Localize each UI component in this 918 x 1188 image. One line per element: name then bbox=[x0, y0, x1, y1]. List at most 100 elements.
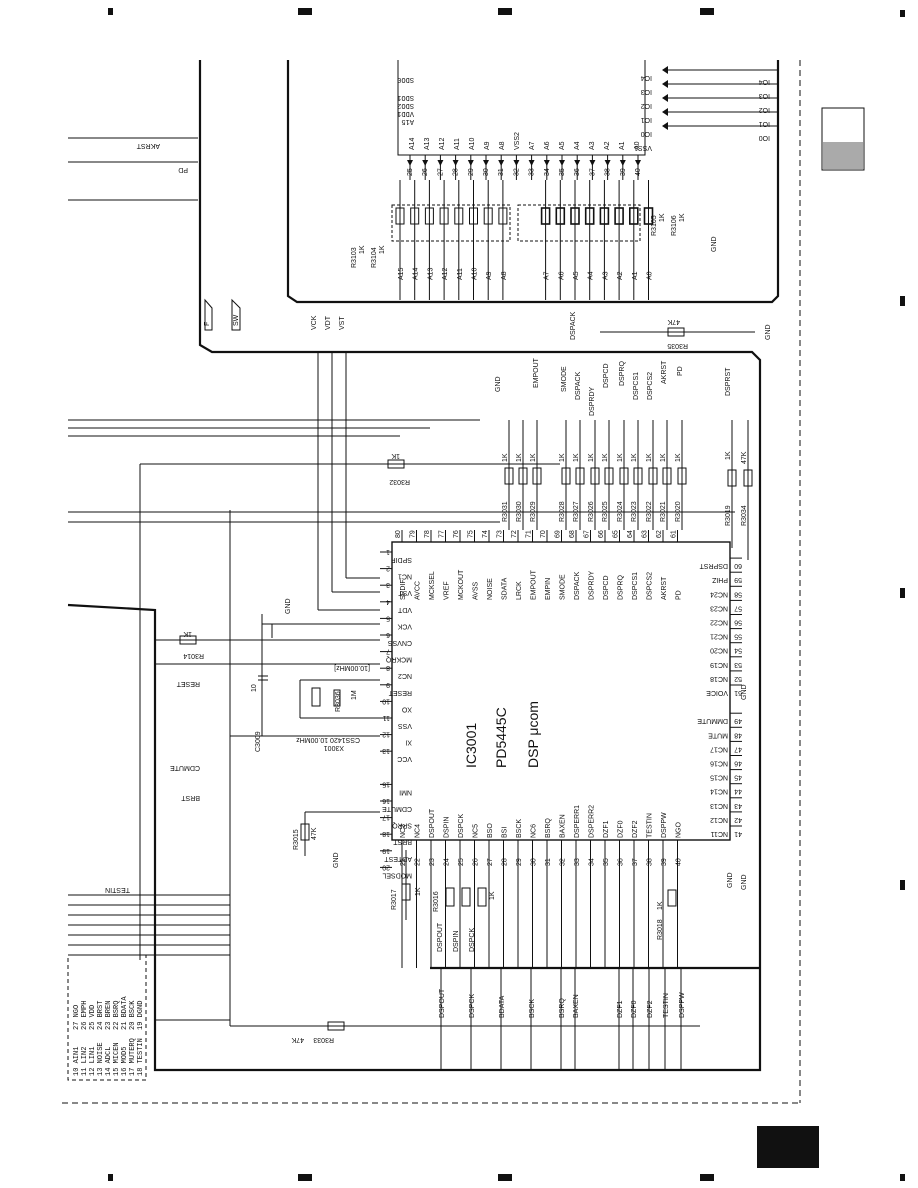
svg-text:GND: GND bbox=[333, 852, 340, 868]
resistor-value: 1K bbox=[559, 453, 566, 462]
pin-name: VOICE bbox=[706, 689, 728, 696]
net-label: BSRQ bbox=[559, 998, 566, 1018]
legend-item: 18 TESTIN bbox=[137, 1038, 145, 1076]
pin-number: 12 bbox=[382, 731, 390, 738]
pin-name: MCKRQ bbox=[385, 656, 412, 663]
pin-name: DSPPW bbox=[661, 812, 668, 838]
resistor-ref: R3023 bbox=[631, 501, 638, 522]
svg-text:GND: GND bbox=[711, 236, 718, 252]
svg-text:1K: 1K bbox=[725, 451, 732, 460]
svg-text:R3015: R3015 bbox=[293, 829, 300, 850]
pin-number: 6 bbox=[386, 631, 390, 638]
pin-number: 9 bbox=[386, 681, 390, 688]
net-reset: RESET bbox=[176, 680, 200, 687]
mem-pin: A9 bbox=[484, 141, 491, 150]
pin-name: EMPIN bbox=[545, 578, 552, 600]
pin-number: 61 bbox=[671, 530, 678, 538]
svg-text:SW: SW bbox=[233, 314, 240, 326]
pin-name: DSPRDY bbox=[589, 570, 596, 600]
mem-pin: A13 bbox=[424, 137, 431, 150]
mem-pin-number: 31 bbox=[498, 168, 505, 176]
x3001-ref: X3001 bbox=[324, 744, 344, 751]
pin-name: NC19 bbox=[710, 661, 728, 668]
r3032: R3032 1K bbox=[139, 452, 560, 960]
net-vst: VST bbox=[339, 316, 346, 330]
gnd-cnvss: GND bbox=[285, 598, 292, 614]
pin-name: NC3 bbox=[400, 824, 407, 838]
pin-number: 4 bbox=[386, 598, 390, 605]
pin-number: 78 bbox=[424, 530, 431, 538]
pin-number: 67 bbox=[584, 530, 591, 538]
legend-item: 15 MICEN bbox=[113, 1042, 121, 1076]
pin-number: 13 bbox=[382, 747, 390, 754]
arrow bbox=[437, 160, 444, 166]
pin-number: 38 bbox=[647, 858, 654, 866]
pin-number: 52 bbox=[734, 675, 742, 682]
mem-pin: A15 bbox=[401, 117, 414, 125]
pin-number: 36 bbox=[618, 858, 625, 866]
pin-number: 22 bbox=[415, 858, 422, 866]
net-akrst: AKRST bbox=[136, 142, 160, 149]
net-brst: BRST bbox=[181, 794, 200, 801]
pin-number: 72 bbox=[511, 530, 518, 538]
addr-label: A7 bbox=[544, 271, 551, 280]
pin-number: 49 bbox=[734, 717, 742, 724]
pin-number: 47 bbox=[734, 745, 742, 752]
net-dspcs1: DSPCS1 bbox=[633, 372, 640, 400]
pin-name: DSPACK bbox=[574, 571, 581, 600]
pin-name: VDT bbox=[397, 606, 412, 613]
resistor-ref: R3025 bbox=[602, 501, 609, 522]
mem-pin-number: 37 bbox=[589, 168, 596, 176]
pin-number: 39 bbox=[661, 858, 668, 866]
mem-pin: SDO0 bbox=[397, 75, 414, 83]
pin-name: TESTIN bbox=[647, 813, 654, 838]
pin-name: VREF bbox=[444, 581, 451, 600]
addr-label: A15 bbox=[398, 267, 405, 280]
ic3001-bottom-pins: 21NC322NC423DSPOUT24DSPIN25DSPCK26NC527B… bbox=[400, 805, 683, 968]
pin-name: NC17 bbox=[710, 745, 728, 752]
pin-number: 3 bbox=[386, 581, 390, 588]
pin-number: 10 bbox=[382, 697, 390, 704]
arrow bbox=[604, 160, 611, 166]
io-net: IO3 bbox=[759, 92, 770, 99]
pin-name: NC13 bbox=[710, 802, 728, 809]
pin-number: 68 bbox=[569, 530, 576, 538]
mem-pin-number: 40 bbox=[635, 168, 642, 176]
pin-name: NC18 bbox=[710, 675, 728, 682]
mem-pin: A8 bbox=[499, 141, 506, 150]
pin-number: 75 bbox=[468, 530, 475, 538]
io-arrow bbox=[662, 108, 668, 116]
pin-name: NC20 bbox=[710, 647, 728, 654]
serial-nets: VCK VDT VST bbox=[311, 315, 380, 611]
pin-name: SMODE bbox=[560, 574, 567, 600]
pin-number: 18 bbox=[382, 830, 390, 837]
pin-number: 33 bbox=[574, 858, 581, 866]
addr-label: A13 bbox=[427, 267, 434, 280]
svg-text:47K: 47K bbox=[291, 1036, 304, 1043]
svg-text:1K: 1K bbox=[657, 901, 664, 910]
pin-name: PD bbox=[676, 590, 683, 600]
x3001-freq: [10.00MHz] bbox=[334, 664, 370, 671]
svg-text:1K: 1K bbox=[359, 245, 366, 254]
pin-name: BSI bbox=[502, 827, 509, 838]
side-tab bbox=[821, 107, 865, 171]
svg-text:R3035: R3035 bbox=[667, 342, 688, 349]
svg-text:GND: GND bbox=[727, 872, 734, 888]
svg-text:R3103: R3103 bbox=[351, 247, 358, 268]
legend-item: 20 BSCK bbox=[129, 1000, 137, 1030]
mem-pin-number: 36 bbox=[574, 168, 581, 176]
pin-number: 44 bbox=[734, 788, 742, 795]
pin-number: 70 bbox=[540, 530, 547, 538]
pin-number: 2 bbox=[386, 565, 390, 572]
io-arrow bbox=[662, 66, 668, 74]
pin-number: 69 bbox=[555, 530, 562, 538]
legend-item: 26 EMPH bbox=[81, 1001, 89, 1030]
pin-name: NGO bbox=[676, 822, 683, 839]
c3009-val: 10 bbox=[251, 684, 258, 692]
io-arrow bbox=[662, 122, 668, 130]
pin-name: NC1 bbox=[398, 573, 412, 580]
mem-pin: A11 bbox=[454, 138, 461, 150]
pin-number: 79 bbox=[410, 530, 417, 538]
pin-number: 46 bbox=[734, 760, 742, 767]
